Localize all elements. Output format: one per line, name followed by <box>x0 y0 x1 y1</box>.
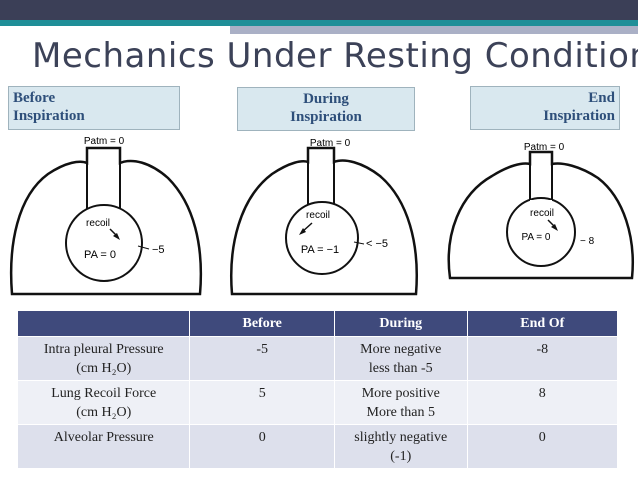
row-label-line: Lung Recoil Force <box>51 386 157 401</box>
label-line: Before <box>13 90 56 106</box>
top-accent-band <box>230 26 638 34</box>
cell-line: slightly negative <box>354 430 448 445</box>
label-before-inspiration: Before Inspiration <box>8 86 180 130</box>
cell-line: less than -5 <box>368 361 433 376</box>
cell-line: More than 5 <box>366 405 435 420</box>
row-label-unit: (cm H₂O) <box>76 361 132 376</box>
cell-end: -8 <box>467 336 619 381</box>
alveolar-pressure-label: PA = 0 <box>84 249 116 261</box>
table-header-row: Before During End Of <box>18 311 619 337</box>
column-header-during: During <box>334 311 468 337</box>
recoil-label: recoil <box>530 208 554 219</box>
cell-line: (-1) <box>390 449 412 464</box>
column-header-before: Before <box>189 311 335 337</box>
table-row: Lung Recoil Force (cm H₂O) 5 More positi… <box>18 380 619 425</box>
label-line: End <box>588 90 615 106</box>
alveolar-pressure-label: PA = −1 <box>301 244 339 256</box>
cell-end: 0 <box>467 424 619 468</box>
row-label-line: Intra pleural Pressure <box>43 342 164 357</box>
patm-label: Patm = 0 <box>310 138 351 149</box>
cell-line: More positive <box>361 386 440 401</box>
pleural-pressure-label: − 8 <box>580 236 595 247</box>
label-end-inspiration: End Inspiration <box>470 86 620 130</box>
label-line: Inspiration <box>543 108 615 124</box>
pleural-pressure-label: < −5 <box>366 238 388 250</box>
diagram-end: Patm = 0 recoil PA = 0 − 8 <box>444 138 638 293</box>
row-label-line: Alveolar Pressure <box>53 430 154 445</box>
alveolar-pressure-label: PA = 0 <box>521 232 550 243</box>
diagram-during: Patm = 0 recoil PA = −1 < −5 <box>226 134 426 304</box>
pleural-pressure-label: −5 <box>152 244 165 256</box>
cell-before: 0 <box>189 424 335 468</box>
cell-before: 5 <box>189 380 335 425</box>
recoil-label: recoil <box>86 218 110 229</box>
cell-during: slightly negative (-1) <box>334 424 468 468</box>
row-label-unit: (cm H₂O) <box>76 405 132 420</box>
row-label-intrapleural-pressure: Intra pleural Pressure (cm H₂O) <box>18 336 191 381</box>
patm-label: Patm = 0 <box>84 136 125 147</box>
row-label-alveolar-pressure: Alveolar Pressure <box>18 424 191 468</box>
top-accent-stripe <box>0 20 638 26</box>
cell-line: More negative <box>360 342 442 357</box>
cell-before: -5 <box>189 336 335 381</box>
cell-end: 8 <box>467 380 619 425</box>
top-banner <box>0 0 638 20</box>
label-line: Inspiration <box>290 109 362 125</box>
table-row: Intra pleural Pressure (cm H₂O) -5 More … <box>18 336 619 381</box>
column-header <box>18 311 191 337</box>
label-line: During <box>303 91 349 107</box>
row-label-lung-recoil-force: Lung Recoil Force (cm H₂O) <box>18 380 191 425</box>
patm-label: Patm = 0 <box>524 142 565 153</box>
label-line: Inspiration <box>13 108 85 124</box>
cell-during: More positive More than 5 <box>334 380 468 425</box>
recoil-label: recoil <box>306 210 330 221</box>
column-header-end-of: End Of <box>467 311 619 337</box>
diagram-before: Patm = 0 recoil PA = 0 −5 <box>8 134 208 304</box>
cell-during: More negative less than -5 <box>334 336 468 381</box>
label-during-inspiration: During Inspiration <box>237 87 415 131</box>
table-row: Alveolar Pressure 0 slightly negative (-… <box>18 424 619 468</box>
slide-title: Mechanics Under Resting Condition <box>32 36 638 76</box>
mechanics-table: Before During End Of Intra pleural Press… <box>18 311 619 468</box>
